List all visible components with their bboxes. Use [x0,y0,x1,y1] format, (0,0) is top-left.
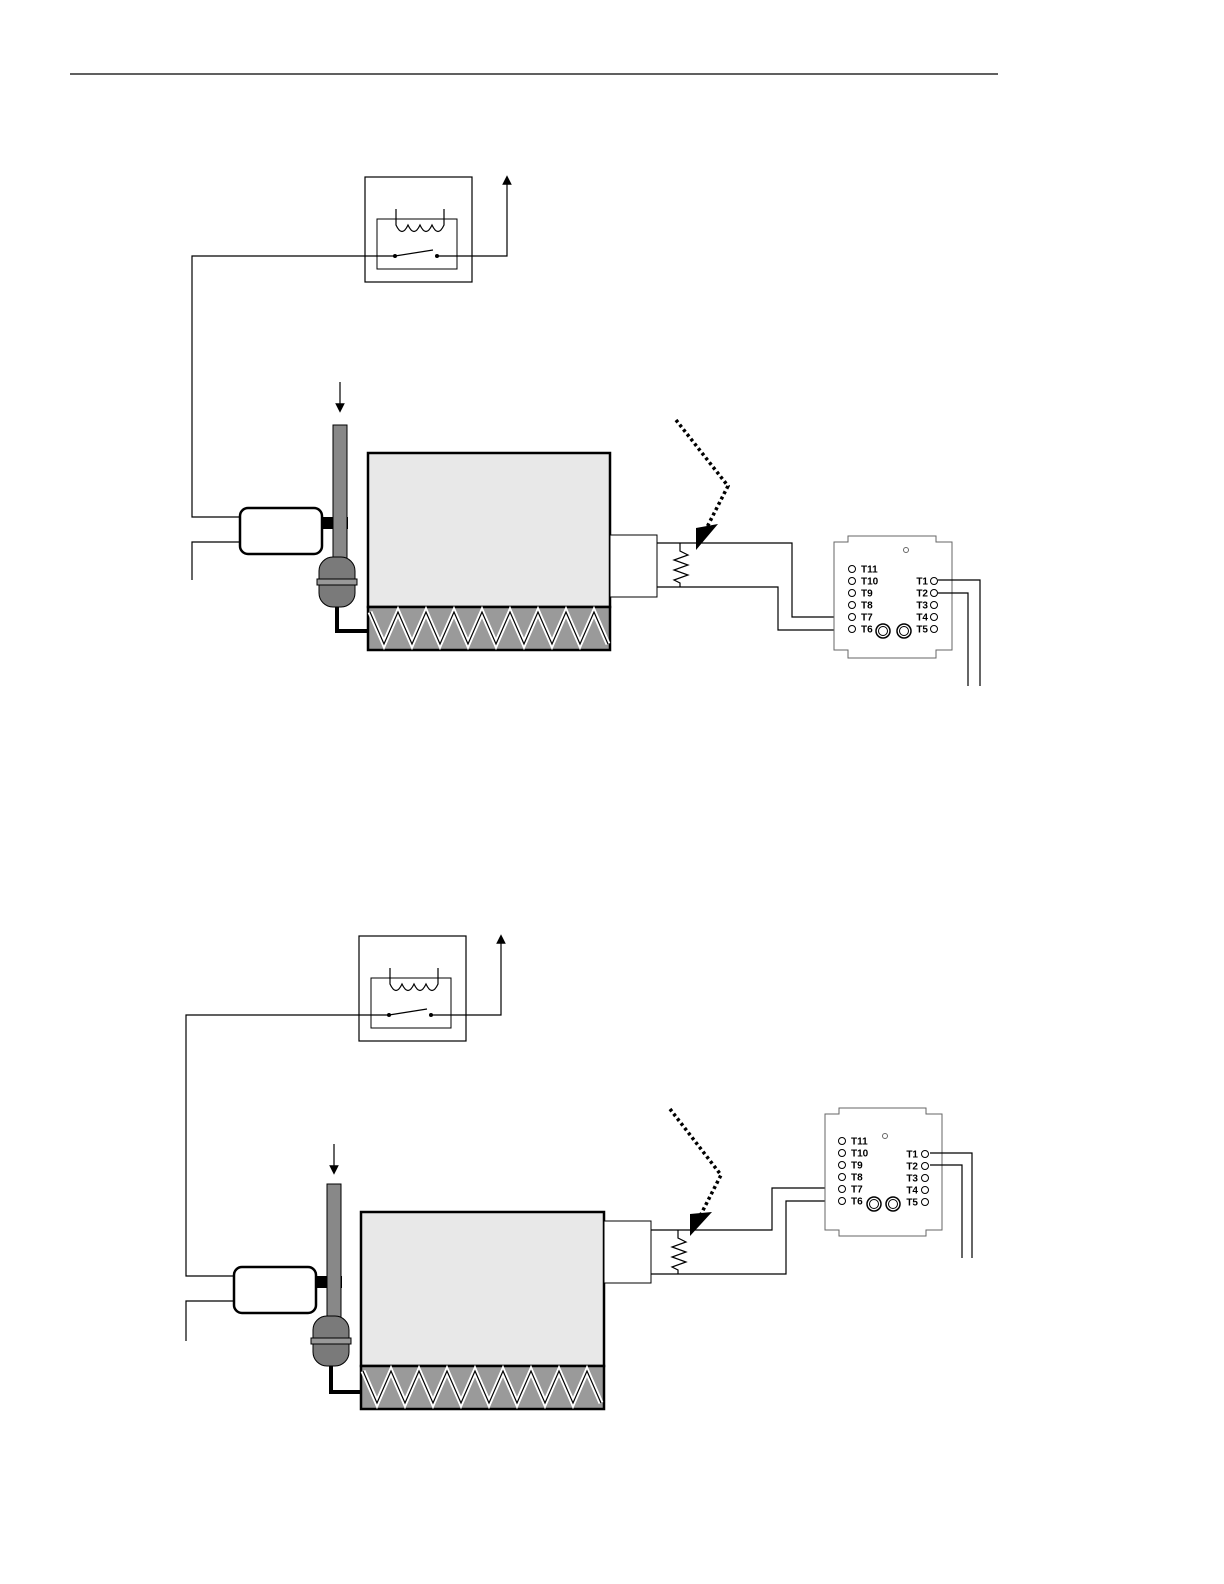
relay-box [359,936,466,1041]
resistor-icon [657,543,688,587]
inlet-pipe [333,425,347,560]
pointer-arrow-icon [690,1212,712,1236]
terminal-label-t2: T2 [906,1162,918,1173]
terminal-label-t3: T3 [906,1174,918,1185]
valve-icon [317,557,357,607]
resistor-icon [651,1230,686,1274]
terminal-screw-icon [849,590,856,597]
terminal-screw-icon [922,1199,929,1206]
terminal-label-t1: T1 [916,577,928,588]
terminal-screw-icon [839,1174,846,1181]
terminal-label-t6: T6 [851,1197,863,1208]
sensor-housing [610,535,657,597]
terminal-screw-icon [849,578,856,585]
terminal-label-t2: T2 [916,589,928,600]
terminal-label-t5: T5 [906,1198,918,1209]
terminal-label-t5: T5 [916,625,928,636]
sensor-housing [604,1221,651,1283]
relay-box [365,177,472,282]
terminal-label-t11: T11 [851,1137,868,1148]
terminal-screw-icon [849,566,856,573]
terminal-screw-icon [931,602,938,609]
terminal-screw-icon [849,602,856,609]
terminal-label-t10: T10 [861,577,879,588]
tank [361,1212,604,1366]
valve-icon [311,1316,351,1366]
valve-actuator [240,508,322,554]
terminal-screw-icon [922,1175,929,1182]
terminal-screw-icon [922,1163,929,1170]
terminal-screw-icon [839,1150,846,1157]
terminal-label-t8: T8 [861,601,873,612]
terminal-label-t1: T1 [906,1150,918,1161]
terminal-screw-icon [839,1186,846,1193]
terminal-label-t6: T6 [861,625,873,636]
terminal-label-t7: T7 [851,1185,863,1196]
terminal-label-t9: T9 [851,1161,863,1172]
tank [368,453,610,607]
terminal-screw-icon [849,614,856,621]
terminal-label-t7: T7 [861,613,873,624]
terminal-screw-icon [931,590,938,597]
terminal-screw-icon [839,1162,846,1169]
terminal-label-t4: T4 [916,613,928,624]
terminal-screw-icon [931,614,938,621]
terminal-label-t3: T3 [916,601,928,612]
inlet-pipe [327,1184,341,1319]
terminal-label-t8: T8 [851,1173,863,1184]
terminal-screw-icon [922,1151,929,1158]
terminal-screw-icon [839,1138,846,1145]
terminal-screw-icon [849,626,856,633]
valve-actuator [234,1267,316,1313]
terminal-label-t4: T4 [906,1186,918,1197]
terminal-label-t9: T9 [861,589,873,600]
terminal-label-t10: T10 [851,1149,869,1160]
terminal-screw-icon [931,626,938,633]
terminal-screw-icon [922,1187,929,1194]
pointer-arrow-icon [696,524,718,550]
terminal-screw-icon [931,578,938,585]
terminal-label-t11: T11 [861,565,878,576]
terminal-screw-icon [839,1198,846,1205]
